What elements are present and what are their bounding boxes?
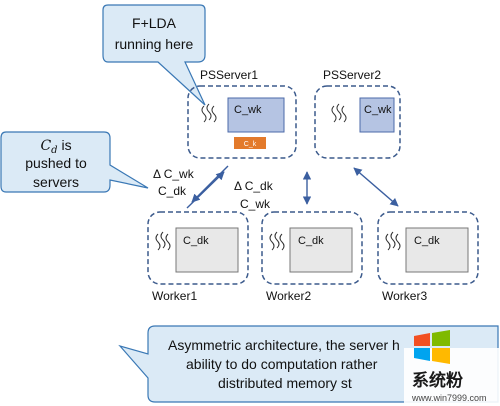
worker-worker3-cdk-label: C_dk bbox=[414, 235, 440, 247]
worker-worker3-label: Worker3 bbox=[382, 289, 427, 303]
arrow-label-right-1: Δ C_dk bbox=[234, 179, 274, 193]
callout-cd: Cd is pushed to servers bbox=[0, 131, 149, 193]
squiggle-icon bbox=[385, 231, 401, 251]
server-psserver2: PSServer2 C_wk bbox=[314, 68, 401, 159]
server-psserver1-cwk-label: C_wk bbox=[234, 104, 262, 116]
arrow-label-left-2: C_dk bbox=[158, 184, 187, 198]
callout-bottom-bubble bbox=[118, 325, 499, 403]
server-psserver1-label: PSServer1 bbox=[200, 68, 258, 82]
watermark-url: www.win7999.com bbox=[411, 393, 487, 403]
worker-worker1-label: Worker1 bbox=[152, 289, 197, 303]
arrow-label-left-1: Δ C_wk bbox=[153, 167, 195, 181]
worker-worker1-box bbox=[147, 211, 249, 285]
watermark-brand: 系统粉 bbox=[412, 370, 463, 390]
worker-worker1-cdk-label: C_dk bbox=[183, 235, 209, 247]
callout-flda-line2: running here bbox=[115, 36, 194, 52]
server-psserver2-box bbox=[314, 85, 401, 159]
server-psserver1-ck-label: C_k bbox=[244, 141, 257, 148]
server-psserver1-ck-block bbox=[234, 137, 266, 149]
worker-worker2-label: Worker2 bbox=[266, 289, 311, 303]
worker-worker2-box bbox=[261, 211, 363, 285]
worker-worker2: C_dk Worker2 bbox=[261, 211, 363, 303]
squiggle-icon bbox=[331, 103, 347, 123]
callout-cd-line2: pushed to bbox=[25, 155, 87, 171]
callout-bottom-line2: ability to do computation rather bbox=[186, 356, 378, 372]
arrow-server2-worker3 bbox=[353, 167, 399, 207]
callout-flda: F+LDA running here bbox=[102, 4, 206, 106]
server-psserver2-cwk-block bbox=[359, 97, 395, 133]
server-psserver1: PSServer1 C_wk C_k bbox=[187, 68, 297, 159]
callout-bottom-line1: Asymmetric architecture, the server h bbox=[168, 337, 400, 353]
server-psserver2-label: PSServer2 bbox=[323, 68, 381, 82]
worker-worker3-box bbox=[377, 211, 479, 285]
squiggle-icon bbox=[155, 231, 171, 251]
squiggle-icon bbox=[269, 231, 285, 251]
worker-worker1-cdk-block bbox=[175, 227, 239, 273]
squiggle-icon bbox=[201, 103, 217, 123]
server-psserver1-cwk-block bbox=[227, 97, 285, 133]
arrow-label-right-2: C_wk bbox=[240, 197, 271, 211]
windows-logo-icon bbox=[414, 330, 450, 364]
callout-cd-line1: Cd is bbox=[40, 137, 71, 156]
callout-bottom: Asymmetric architecture, the server h ab… bbox=[118, 325, 499, 403]
arrow-server1-to-worker1 bbox=[191, 165, 229, 203]
server-psserver1-box bbox=[187, 85, 297, 159]
worker-worker2-cdk-label: C_dk bbox=[298, 235, 324, 247]
callout-flda-bubble bbox=[102, 4, 206, 106]
worker-worker3: C_dk Worker3 bbox=[377, 211, 479, 303]
callout-flda-line1: F+LDA bbox=[132, 15, 177, 31]
watermark: 系统粉 www.win7999.com bbox=[404, 330, 500, 406]
callout-cd-bubble bbox=[0, 131, 149, 193]
worker-worker2-cdk-block bbox=[289, 227, 353, 273]
callout-bottom-line3: distributed memory st bbox=[218, 375, 352, 391]
server-psserver2-cwk-label: C_wk bbox=[364, 104, 392, 116]
callout-cd-line3: servers bbox=[33, 174, 79, 190]
worker-worker3-cdk-block bbox=[405, 227, 469, 273]
worker-worker1: C_dk Worker1 bbox=[147, 211, 249, 303]
